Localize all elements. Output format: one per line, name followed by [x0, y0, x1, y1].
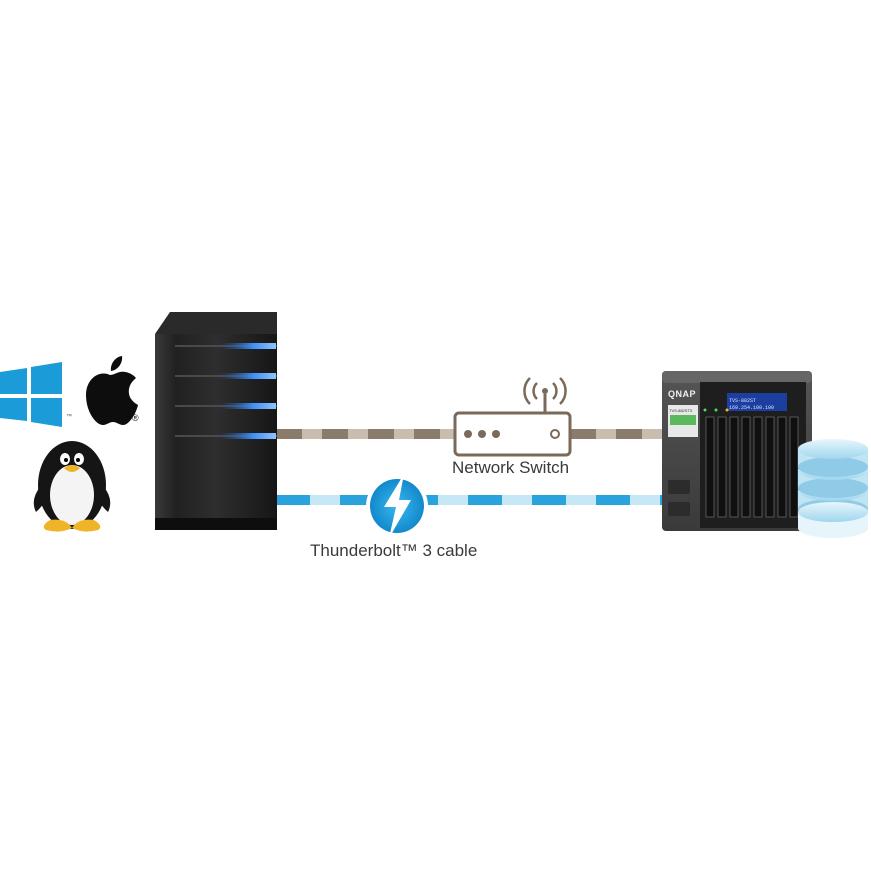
- thunderbolt-icon: [366, 474, 428, 538]
- qnap-nas: [662, 371, 812, 531]
- windows-logo-icon: [0, 362, 62, 427]
- nas-lcd-line2: 169.254.100.100: [729, 405, 775, 411]
- nas-model-label: TVS-882ST3: [669, 408, 693, 413]
- windows-trademark: ™: [66, 414, 72, 420]
- database-icon: [798, 439, 868, 538]
- network-switch-label: Network Switch: [452, 458, 570, 477]
- network-switch-icon: [453, 377, 572, 457]
- nas-lcd-line1: TVS-882ST: [729, 398, 757, 404]
- tower-server: [155, 312, 277, 530]
- thunderbolt-cable-label: Thunderbolt™ 3 cable: [310, 541, 478, 560]
- server-drive-leds: [218, 343, 276, 439]
- linux-penguin-icon: [33, 441, 111, 532]
- nas-brand-label: QNAP: [668, 389, 697, 399]
- apple-logo-icon: [86, 356, 138, 425]
- apple-registered-mark: ®: [132, 413, 139, 423]
- nas-drive-bays: [705, 416, 799, 518]
